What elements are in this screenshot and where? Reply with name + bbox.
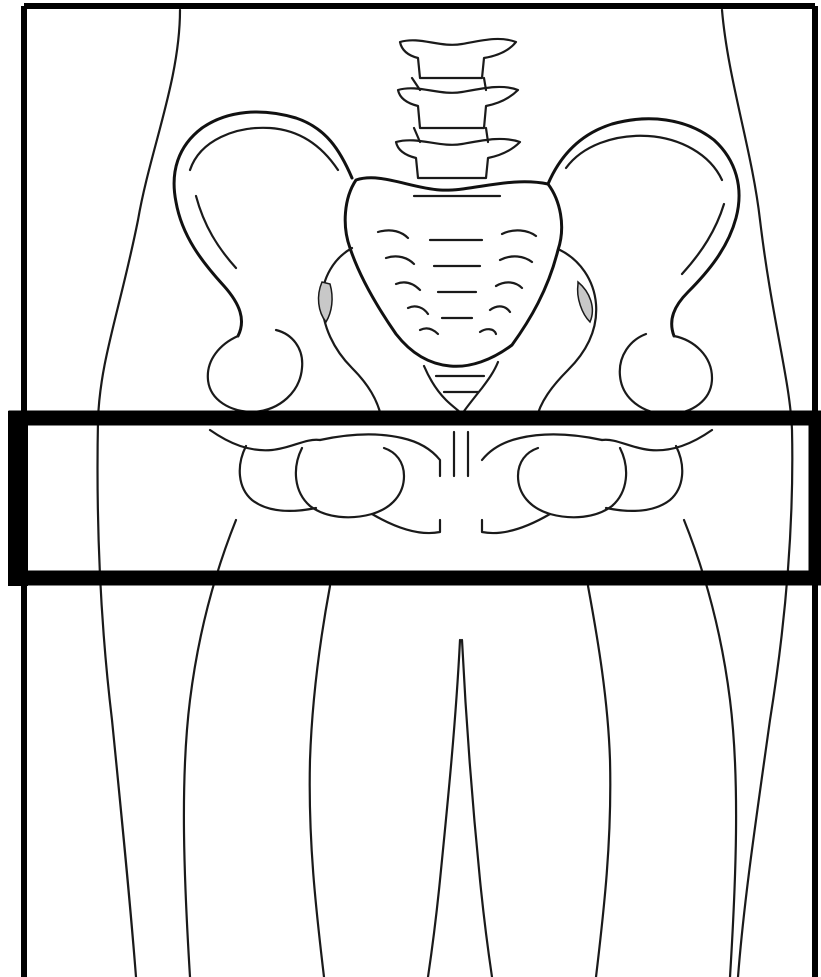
femurs xyxy=(184,520,736,977)
band-left-tab xyxy=(8,411,28,586)
left-ilium xyxy=(174,112,382,420)
lumbar-vertebrae xyxy=(396,39,520,178)
pubic-region xyxy=(210,430,712,533)
inner-leg-lines xyxy=(428,640,492,977)
sacrum xyxy=(345,178,561,414)
hip-region-box xyxy=(8,411,816,586)
right-ilium xyxy=(536,119,739,420)
